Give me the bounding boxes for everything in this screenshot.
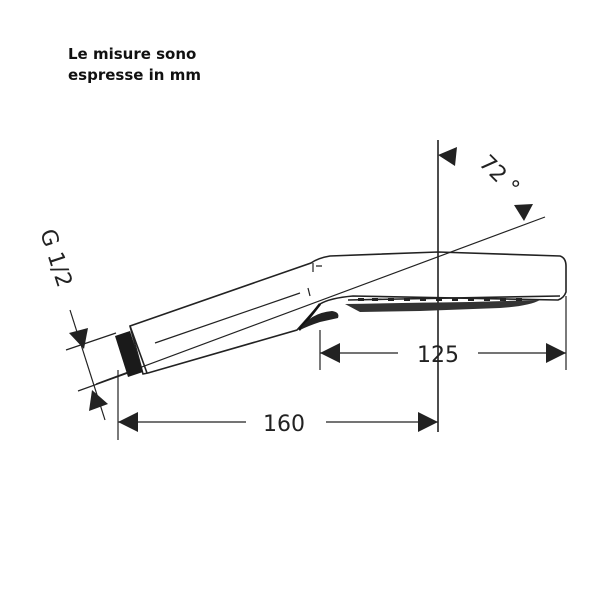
angle-arrow-top: [438, 147, 457, 166]
inclined-axis-line: [95, 216, 546, 385]
thread-dimension: G 1/2: [34, 226, 129, 421]
total-length-label: 160: [263, 412, 305, 437]
thread-label: G 1/2: [34, 226, 76, 290]
head-length-dimension: 125: [319, 296, 567, 370]
thread-arrow-bottom: [89, 390, 108, 411]
total-arrow-left: [118, 412, 138, 432]
thread-connector: [115, 325, 148, 377]
thread-arrow-top: [69, 328, 88, 349]
shower-head: [298, 295, 561, 331]
total-arrow-right: [418, 412, 438, 432]
units-note: Le misure sono espresse in mm: [68, 44, 201, 86]
angle-arrow-bottom: [514, 204, 533, 221]
shower-handle: [129, 251, 567, 375]
head-length-label: 125: [417, 343, 459, 368]
head-arrow-right: [546, 343, 566, 363]
total-length-dimension: 160: [117, 370, 438, 440]
angle-label: 72 °: [474, 151, 524, 201]
units-note-line-2: espresse in mm: [68, 66, 201, 84]
units-note-line-1: Le misure sono: [68, 45, 197, 63]
head-arrow-left: [320, 343, 340, 363]
